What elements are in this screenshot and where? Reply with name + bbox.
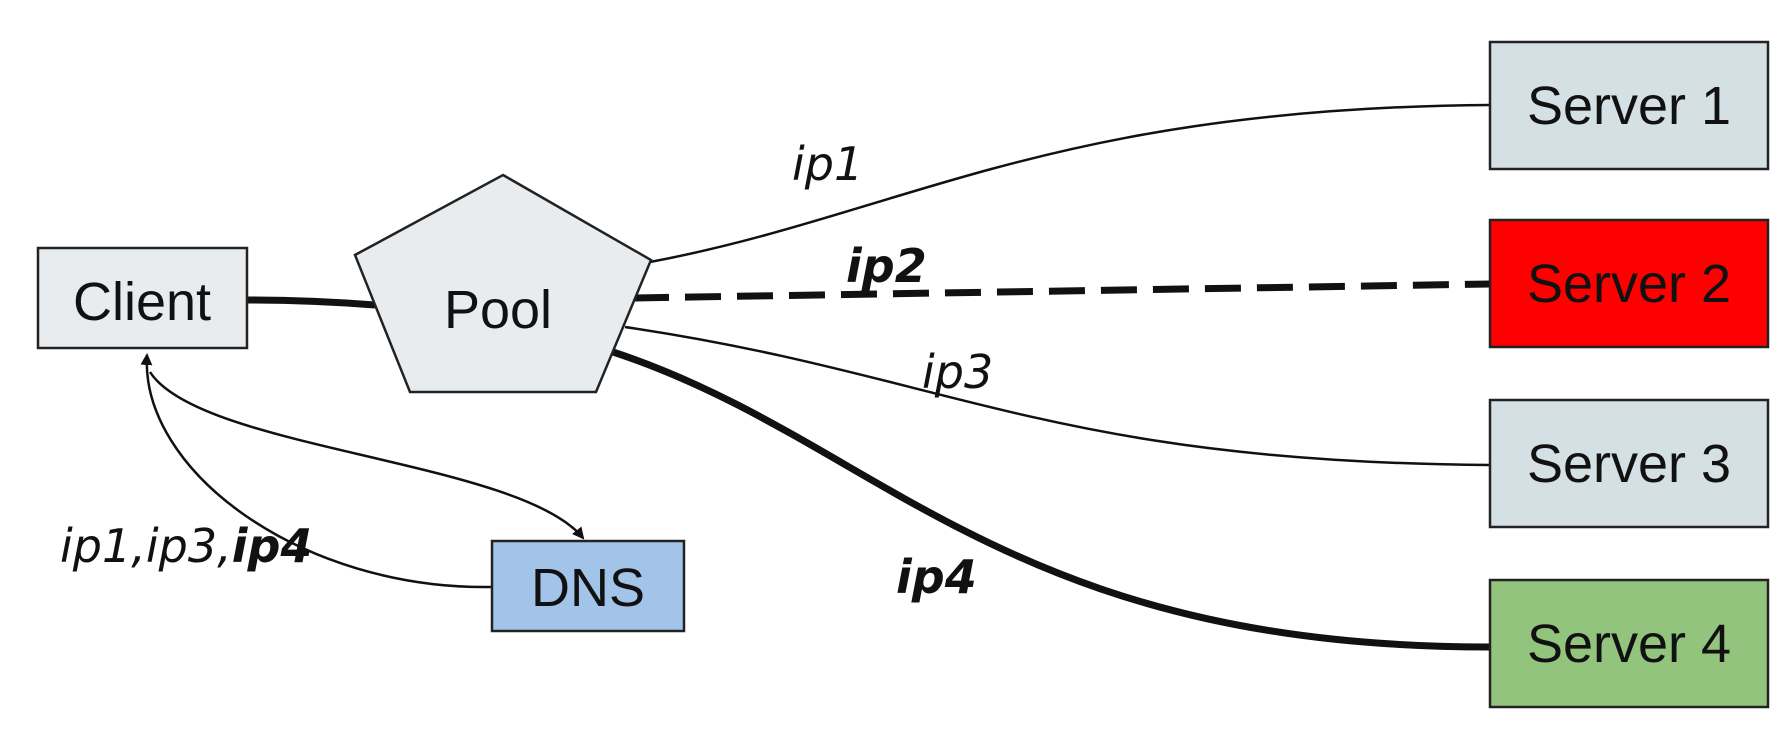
- dns-response-label: ip1,ip3,ip4: [60, 519, 312, 573]
- pool-pentagon: [353, 173, 653, 394]
- client-label: Client: [73, 272, 211, 332]
- server4-label: Server 4: [1527, 614, 1731, 674]
- server3-node[interactable]: Server 3: [1488, 398, 1770, 529]
- server2-node[interactable]: Server 2: [1488, 218, 1770, 349]
- server1-node[interactable]: Server 1: [1488, 40, 1770, 171]
- pool-server1-connection: [649, 103, 1491, 264]
- pool-server4-connection: [611, 348, 1491, 651]
- server2-box: [1488, 218, 1770, 349]
- dns-response-part1: ip1,ip3,: [60, 519, 232, 573]
- dns-node[interactable]: DNS: [490, 539, 686, 633]
- client-box: [36, 246, 249, 350]
- pool-label: Pool: [444, 280, 552, 340]
- dns-client-response-connection: [140, 353, 493, 589]
- edge-label-ip4: ip4: [896, 550, 977, 604]
- server1-label: Server 1: [1527, 76, 1731, 136]
- dns-label: DNS: [531, 558, 645, 618]
- server3-box: [1488, 398, 1770, 529]
- client-pool-connection: [246, 296, 376, 309]
- server4-node[interactable]: Server 4: [1488, 578, 1770, 709]
- server4-box: [1488, 578, 1770, 709]
- dns-response-part2: ip4: [232, 519, 313, 573]
- pool-node[interactable]: Pool: [353, 173, 653, 394]
- server1-box: [1488, 40, 1770, 171]
- edge-label-ip1: ip1: [792, 137, 863, 191]
- edge-label-ip3: ip3: [922, 345, 993, 399]
- pool-server2-connection: [632, 280, 1491, 302]
- edge-label-ip2: ip2: [846, 239, 927, 293]
- dns-box: [490, 539, 686, 633]
- server3-label: Server 3: [1527, 434, 1731, 494]
- server2-label: Server 2: [1527, 254, 1731, 314]
- pool-server3-connection: [624, 325, 1491, 467]
- client-node[interactable]: Client: [36, 246, 249, 350]
- client-dns-query-connection: [148, 371, 585, 540]
